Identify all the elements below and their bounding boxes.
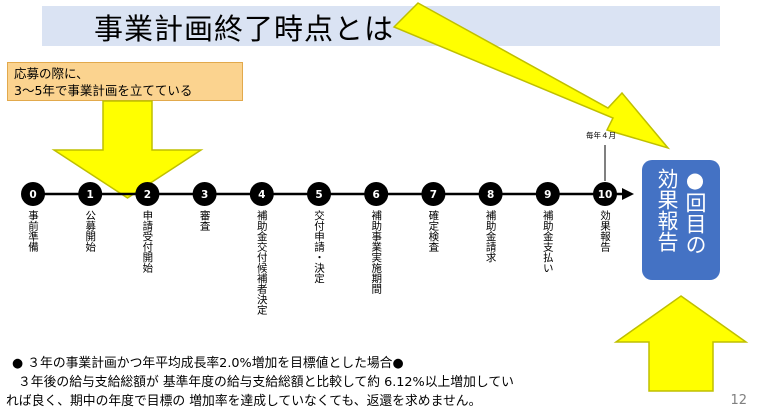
bottom-line-3: れば良く、期中の年度で目標の 増加率を達成していなくても、返還を求めません。	[6, 394, 482, 409]
timeline-node-number: 8	[487, 189, 494, 201]
report-box: ●回目の 効果報告	[642, 160, 720, 280]
step-label: 公募開始	[84, 210, 97, 252]
timeline-node-number: 0	[29, 189, 36, 201]
timeline-node-number: 7	[430, 189, 437, 201]
step-label: 補助事業実施期間	[370, 210, 383, 294]
timeline-node-9	[535, 182, 560, 206]
timeline-node-3	[192, 182, 217, 206]
timeline-node-number: 5	[315, 189, 322, 201]
timeline-node-4	[249, 182, 274, 206]
step-label: 補助金支払い	[541, 210, 554, 273]
timeline-node-0	[21, 182, 45, 206]
timeline-node-number: 3	[201, 189, 208, 201]
apply-note: 応募の際に、 3〜5年で事業計画を立てている	[7, 62, 243, 101]
page-number: 12	[730, 393, 747, 408]
timeline-node-number: 2	[144, 189, 151, 201]
timeline-node-8	[478, 182, 503, 206]
timeline-node-10	[593, 182, 617, 206]
timeline-node-6	[364, 182, 389, 206]
step-label: 効果報告	[599, 210, 611, 252]
down-arrow	[51, 100, 204, 199]
timeline-arrowhead	[622, 188, 634, 200]
step-label: 交付申請・決定	[313, 210, 325, 284]
report-col-2: 効果報告	[655, 168, 679, 252]
timeline-node-number: 9	[544, 189, 551, 201]
step-label: 確定検査	[427, 210, 440, 252]
step-label: 補助金交付候補者決定	[255, 210, 268, 315]
timeline-node-number: 1	[87, 189, 94, 201]
timeline-node-5	[307, 182, 331, 206]
step-label: 申請受付開始	[141, 210, 154, 273]
report-col-1: ●回目の	[683, 168, 707, 255]
timeline-node-number: 6	[373, 189, 380, 201]
step-label: 事前準備	[27, 210, 39, 252]
up-arrow	[613, 295, 749, 392]
page-title: 事業計画終了時点とは	[94, 12, 395, 46]
month-note: 毎年４月	[586, 131, 616, 140]
diagonal-arrow	[392, 2, 671, 150]
step-label: 審査	[198, 210, 211, 231]
timeline-node-number: 4	[258, 189, 265, 201]
timeline-node-1	[78, 182, 103, 206]
step-label: 補助金請求	[484, 210, 497, 263]
timeline-node-number: 10	[598, 189, 613, 201]
bottom-line-1: ● ３年の事業計画かつ年平均成長率2.0%増加を目標値とした場合●	[12, 356, 404, 371]
apply-note-line2: 3〜5年で事業計画を立てている	[14, 83, 193, 98]
apply-note-line1: 応募の際に、	[14, 66, 89, 81]
bottom-line-2: ３年後の給与支給総額が 基準年度の給与支給総額と比較して約 6.12%以上増加し…	[18, 375, 514, 390]
timeline-node-7	[421, 182, 446, 206]
timeline-node-2	[135, 182, 160, 206]
title-bar: 事業計画終了時点とは	[42, 6, 720, 46]
